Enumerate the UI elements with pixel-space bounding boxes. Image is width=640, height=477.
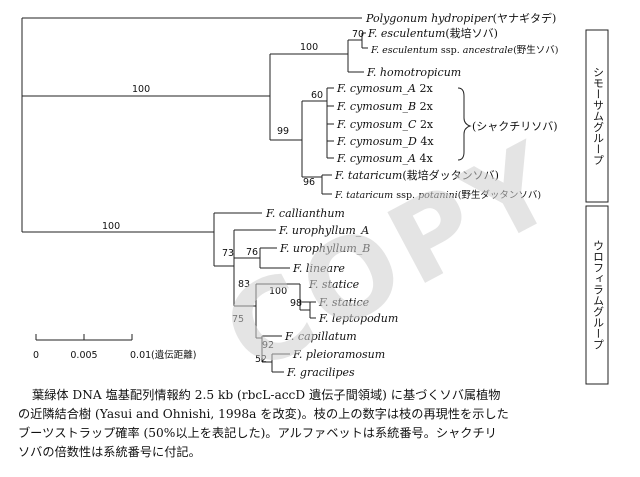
caption-line: の近隣結合樹 (Yasui and Ohnishi, 1998a を改変)。枝の… bbox=[18, 407, 509, 421]
taxon-label: F. cymosum_B 2x bbox=[336, 100, 434, 113]
taxon-label: F. urophyllum_B bbox=[279, 242, 370, 255]
taxon-label: F. leptopodum bbox=[318, 312, 398, 325]
taxon-label: F. tataricum(栽培ダッタンソバ) bbox=[334, 168, 499, 182]
taxon-label: F. cymosum_A 2x bbox=[336, 82, 433, 95]
taxon-label: F. pleioramosum bbox=[292, 348, 385, 361]
taxon-label: F. gracilipes bbox=[286, 366, 355, 379]
bootstrap-value: 100 bbox=[269, 286, 287, 297]
scale-tick-label: 0.005 bbox=[70, 350, 97, 361]
caption-line: ソバの倍数性は系統番号に付記。 bbox=[18, 445, 201, 459]
taxon-label: F. cymosum_A 4x bbox=[336, 152, 433, 165]
bootstrap-value: 100 bbox=[132, 84, 150, 95]
taxon-label: F. urophyllum_A bbox=[278, 224, 369, 237]
bootstrap-values: 100 100 70 60 99 96 73 76 83 75 100 98 9… bbox=[102, 29, 364, 365]
caption-line: 葉緑体 DNA 塩基配列情報約 2.5 kb (rbcL-accD 遺伝子間領域… bbox=[32, 388, 501, 402]
taxon-label: F. lineare bbox=[292, 262, 345, 275]
taxon-label: F. cymosum_C 2x bbox=[336, 118, 434, 131]
taxon-labels: Polygonum hydropiper(ヤナギタデ) F. esculentu… bbox=[265, 11, 558, 379]
group-label-cymosum: シモーサムグループ bbox=[592, 67, 605, 166]
bootstrap-value: 70 bbox=[352, 29, 364, 40]
cymosum-brace-label: (シャクチリソバ) bbox=[472, 120, 558, 133]
bootstrap-value: 75 bbox=[232, 314, 244, 325]
bootstrap-value: 52 bbox=[255, 354, 267, 365]
bootstrap-value: 96 bbox=[303, 177, 315, 188]
bootstrap-value: 60 bbox=[311, 90, 323, 101]
taxon-label: F. cymosum_D 4x bbox=[336, 135, 434, 148]
taxon-label: F. homotropicum bbox=[366, 66, 461, 79]
taxon-label: F. statice bbox=[308, 278, 360, 291]
bootstrap-value: 92 bbox=[262, 340, 274, 351]
taxon-label: Polygonum hydropiper(ヤナギタデ) bbox=[365, 11, 556, 25]
bootstrap-value: 99 bbox=[277, 126, 289, 137]
tree-branches bbox=[21, 17, 609, 385]
taxon-label: F. esculentum(栽培ソバ) bbox=[367, 26, 498, 40]
bootstrap-value: 100 bbox=[300, 42, 318, 53]
taxon-label: F. callianthum bbox=[265, 207, 345, 220]
caption-line: ブーツストラップ確率 (50%以上を表記した)。アルファベットは系統番号。シャク… bbox=[18, 426, 497, 440]
taxon-label: F. esculentum ssp. ancestrale(野生ソバ) bbox=[370, 44, 558, 56]
group-label-urophyllum: ウロフィラムグループ bbox=[592, 240, 605, 350]
scale-tick-label: 0 bbox=[33, 350, 39, 361]
bootstrap-value: 98 bbox=[290, 298, 302, 309]
scale-tick-label: 0.01 bbox=[130, 350, 151, 361]
taxon-label: F. capillatum bbox=[284, 330, 357, 343]
bootstrap-value: 100 bbox=[102, 221, 120, 232]
bootstrap-value: 76 bbox=[246, 247, 258, 258]
scale-unit: (遺伝距離) bbox=[151, 349, 196, 361]
bootstrap-value: 73 bbox=[222, 248, 234, 259]
figure-caption: 葉緑体 DNA 塩基配列情報約 2.5 kb (rbcL-accD 遺伝子間領域… bbox=[18, 386, 630, 462]
taxon-label: F. tataricum ssp. potanini(野生ダッタンソバ) bbox=[334, 189, 541, 201]
bootstrap-value: 83 bbox=[238, 279, 250, 290]
taxon-label: F. statice bbox=[318, 296, 370, 309]
